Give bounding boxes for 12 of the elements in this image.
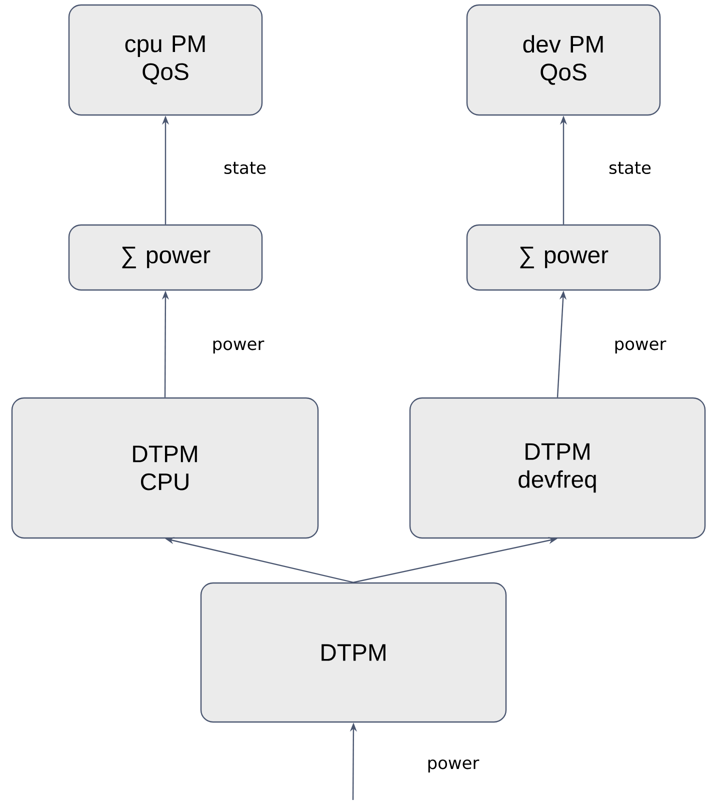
edge-label: power	[615, 340, 666, 354]
edge-label: state	[609, 162, 651, 174]
process-box: ∑ power	[466, 224, 661, 291]
process-box: cpu PM QoS	[68, 4, 263, 116]
process-box: DTPM devfreq	[409, 397, 706, 539]
process-box: dev PM QoS	[466, 4, 661, 116]
edge-label: power	[428, 760, 480, 772]
edge-label: state	[224, 162, 266, 174]
process-box: DTPM	[200, 582, 507, 723]
process-box: DTPM CPU	[11, 397, 319, 539]
edge-label: power	[213, 340, 264, 354]
process-box: ∑ power	[68, 224, 263, 291]
